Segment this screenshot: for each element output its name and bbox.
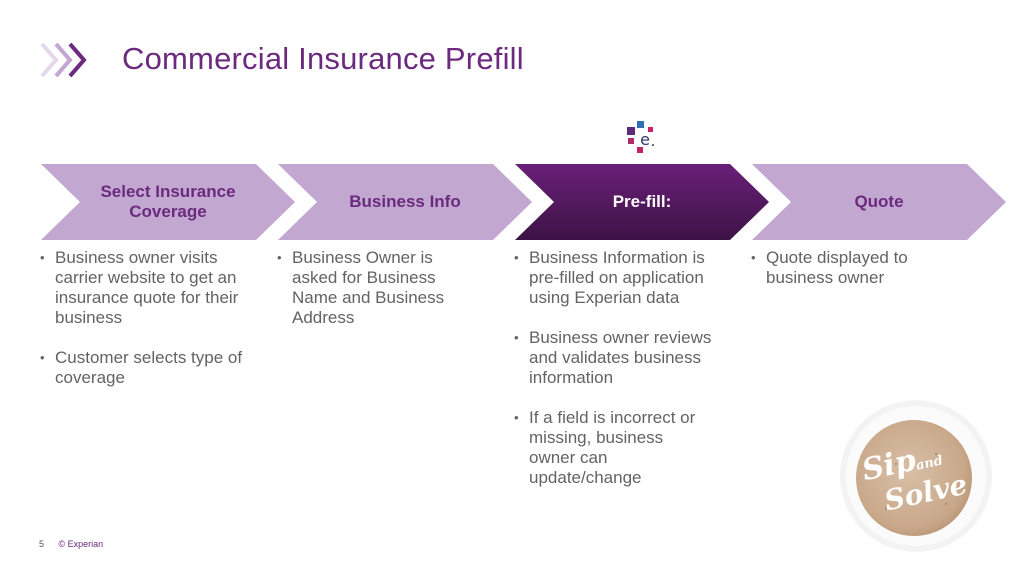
bullet-item: Business Information is pre-filled on ap… bbox=[514, 248, 734, 308]
footer: 5 © Experian bbox=[39, 539, 103, 549]
chevron-shape bbox=[752, 164, 1006, 240]
svg-text:e: e bbox=[640, 130, 650, 149]
step-pre-fill: Pre-fill: bbox=[515, 164, 769, 240]
bullet-list-select-coverage: Business owner visits carrier website to… bbox=[40, 248, 255, 408]
sip-and-solve-cup-image: Sip and Solve bbox=[836, 394, 996, 554]
step-business-info: Business Info bbox=[278, 164, 532, 240]
page-number: 5 bbox=[39, 539, 45, 549]
chevron-shape bbox=[515, 164, 769, 240]
page-title: Commercial Insurance Prefill bbox=[122, 41, 524, 76]
bullet-item: Customer selects type of coverage bbox=[40, 348, 255, 388]
bullet-list-business-info: Business Owner is asked for Business Nam… bbox=[277, 248, 477, 348]
bullet-item: Business Owner is asked for Business Nam… bbox=[277, 248, 477, 328]
step-quote: Quote bbox=[752, 164, 1006, 240]
coffee-cup-icon bbox=[840, 400, 992, 552]
experian-e-icon: e bbox=[627, 121, 654, 153]
bullet-list-quote: Quote displayed to business owner bbox=[751, 248, 941, 308]
triple-chevron-icon bbox=[40, 42, 87, 78]
bullet-item: Business owner visits carrier website to… bbox=[40, 248, 255, 328]
bullet-list-pre-fill: Business Information is pre-filled on ap… bbox=[514, 248, 734, 508]
bullet-item: Business owner reviews and validates bus… bbox=[514, 328, 734, 388]
step-label: Pre-fill: bbox=[612, 192, 672, 211]
chevron-shape bbox=[278, 164, 532, 240]
bullet-item: If a field is incorrect or missing, busi… bbox=[514, 408, 704, 488]
step-label: Select Insurance bbox=[100, 182, 236, 201]
chevron-shape bbox=[41, 164, 295, 240]
bullet-item: Quote displayed to business owner bbox=[751, 248, 941, 288]
step-label: Quote bbox=[854, 192, 904, 211]
copyright: © Experian bbox=[58, 539, 104, 549]
step-label: Business Info bbox=[349, 192, 461, 211]
